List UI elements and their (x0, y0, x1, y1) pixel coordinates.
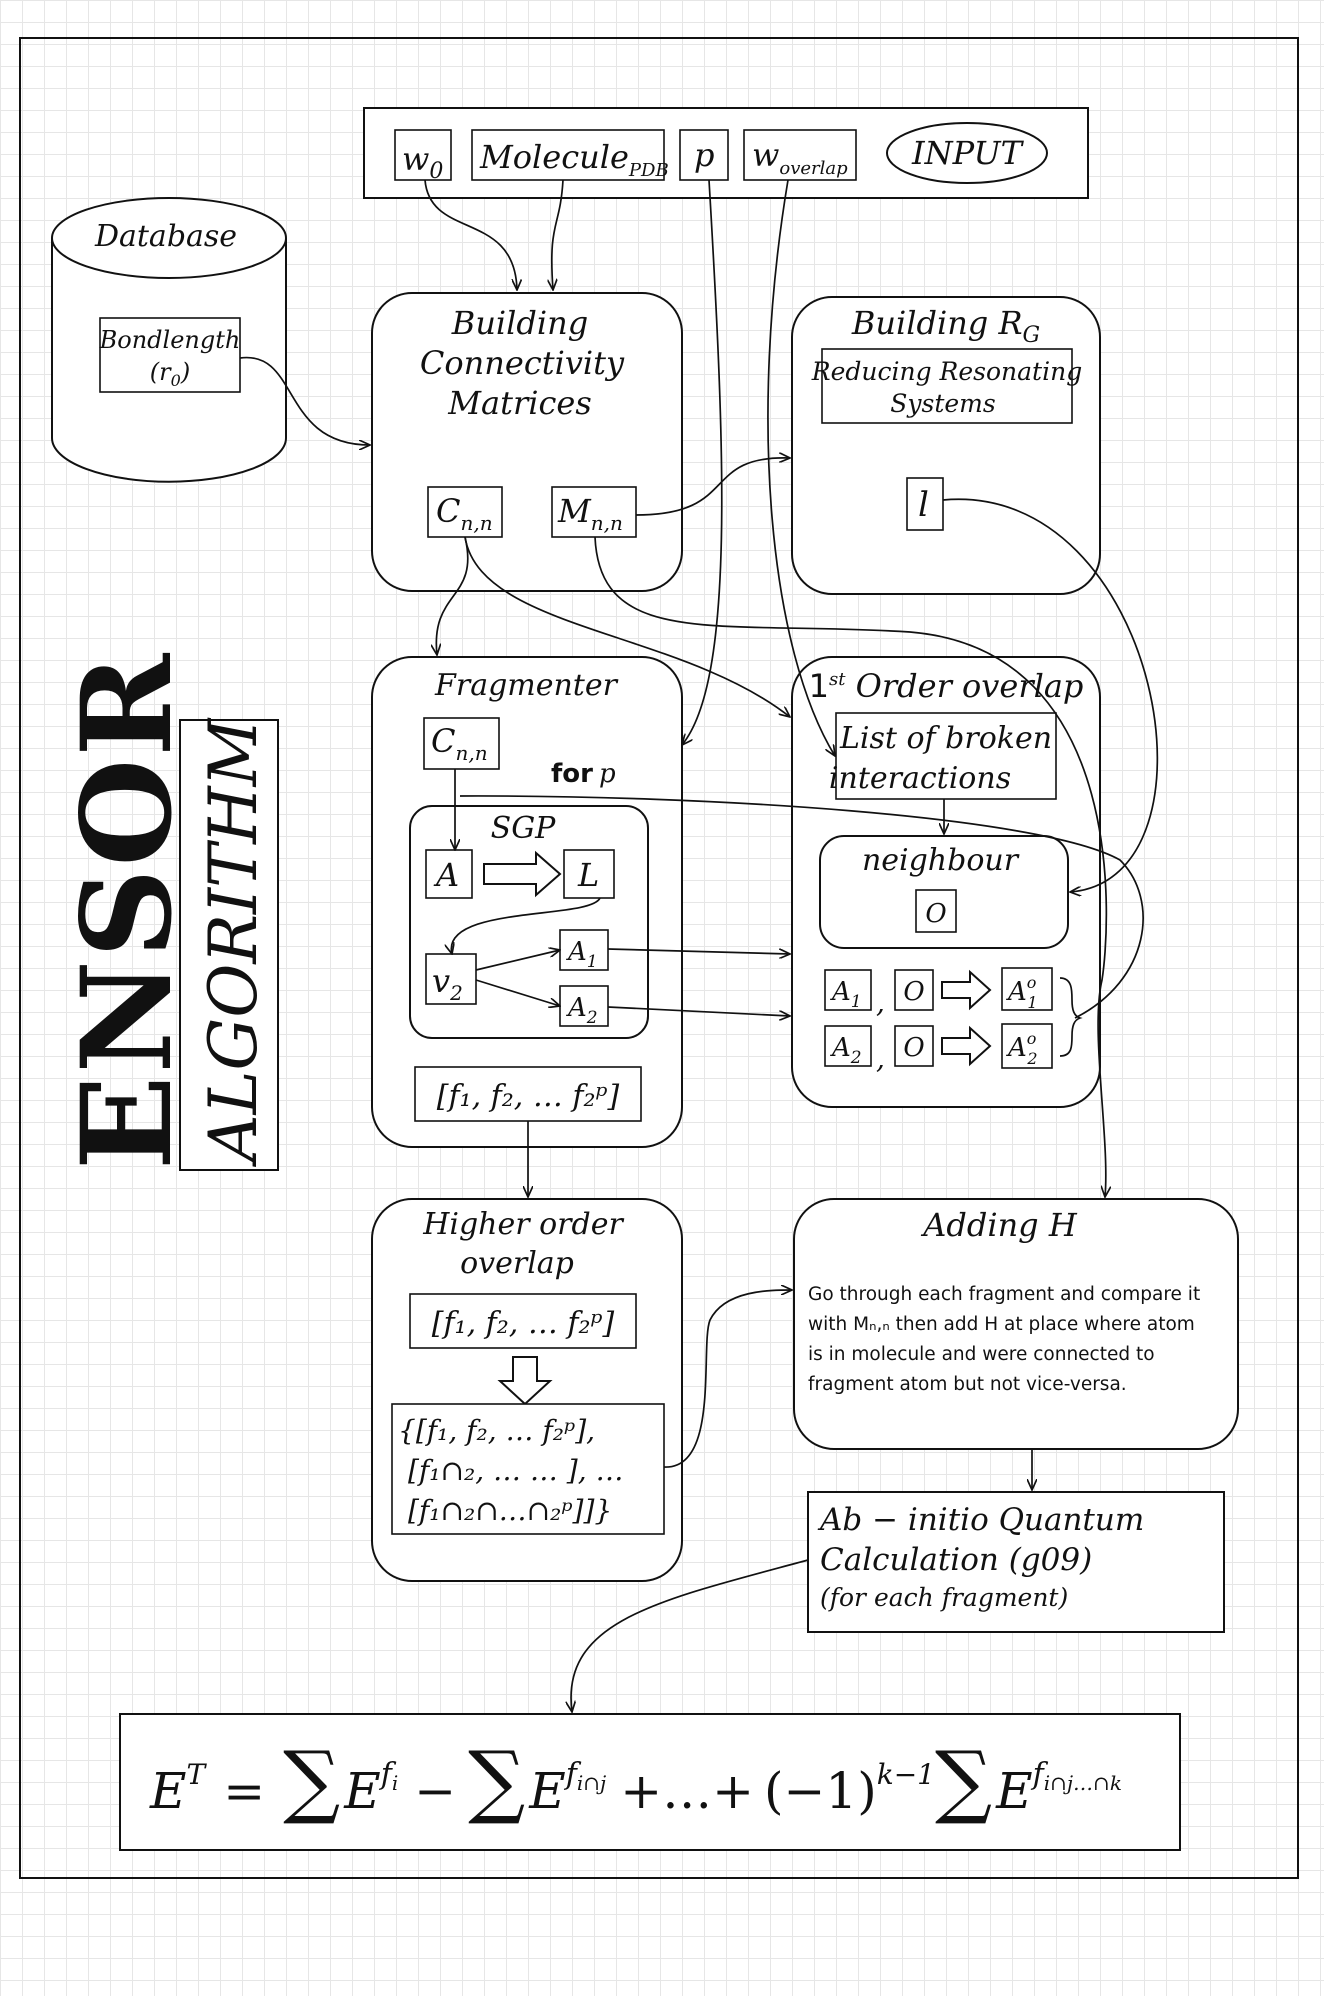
hollow-arrow-down (497, 1356, 553, 1406)
connectors (239, 179, 1159, 1712)
arrow-for-p-curve (459, 795, 1144, 1019)
broken-line-2: interactions (829, 761, 1011, 796)
adding-h-desc-2: with Mₙ,ₙ then add H at place where atom (808, 1314, 1195, 1335)
database-title: Database (94, 219, 237, 254)
higher-set-2: [f₁∩₂, … … ], … (408, 1454, 624, 1487)
adding-h-desc-4: fragment atom but not vice-versa. (808, 1374, 1127, 1395)
input-ellipse (886, 122, 1048, 184)
ab-initio-box: Ab − initio Quantum Calculation (g09) (f… (807, 1491, 1225, 1633)
title-block: ENSOR ALGORITHM (55, 652, 279, 1171)
sgp-a1: A1 (566, 937, 598, 972)
higher-order-panel: Higher order overlap [f₁, f₂, … f₂ᵖ] {[f… (371, 1198, 683, 1582)
sgp-v2: v2 (432, 962, 463, 1005)
arrow-molecule-to-connectivity (552, 179, 564, 290)
rg-l: l (918, 485, 929, 525)
higher-set-1: {[f₁, f₂, … f₂ᵖ], (398, 1414, 595, 1447)
first-order-panel: 1st Order overlap List of broken interac… (791, 656, 1101, 1108)
arrow-cnn-to-fragmenter (436, 536, 469, 655)
fragmenter-f-list: [f₁, f₂, … f₂ᵖ] (437, 1079, 620, 1114)
input-p: p (694, 136, 714, 174)
connectivity-cnn: Cn,n (436, 492, 493, 535)
title-algorithm: ALGORITHM (195, 717, 272, 1168)
adding-h-desc-1: Go through each fragment and compare it (808, 1284, 1200, 1305)
arrow-w0-to-connectivity (424, 179, 517, 290)
higher-title-2: overlap (460, 1246, 574, 1281)
connectivity-title-3: Matrices (447, 384, 592, 422)
ab-initio-line-2: Calculation (g09) (820, 1542, 1092, 1578)
fragmenter-cnn: Cn,n (431, 722, 488, 765)
first-o-1: O (903, 977, 924, 1007)
algorithm-box (179, 719, 279, 1171)
higher-title-1: Higher order (422, 1207, 624, 1242)
hollow-arrow-2 (941, 1025, 992, 1067)
energy-formula-box: ET=∑Efi−∑Efi∩j+…+(−1)k−1∑Efi∩j…∩k (119, 1713, 1181, 1851)
input-panel: w0 MoleculePDB p woverlap INPUT (363, 107, 1089, 199)
comma-1: , (876, 986, 885, 1019)
comma-2: , (876, 1042, 885, 1075)
adding-h-title: Adding H (920, 1206, 1078, 1244)
arrow-p-to-fragmenter (682, 179, 723, 745)
outer-frame (19, 37, 1299, 1879)
sgp-a2: A2 (566, 993, 598, 1028)
fragmenter-title: Fragmenter (434, 668, 619, 703)
arrow-a2-to-first-order (607, 1006, 790, 1016)
higher-set-3: [f₁∩₂∩…∩₂ᵖ]]} (408, 1494, 612, 1527)
sgp-label: SGP (491, 811, 557, 846)
connectivity-panel: Building Connectivity Matrices Cn,n Mn,n (371, 292, 683, 592)
energy-formula: ET=∑Efi−∑Efi∩j+…+(−1)k−1∑Efi∩j…∩k (149, 1734, 1122, 1827)
first-o-2: O (903, 1033, 924, 1063)
first-a1: A1 (830, 977, 862, 1012)
arrow-woverlap-to-broken (767, 179, 835, 756)
arrow-mnn-to-adding-h (594, 536, 1106, 1197)
first-a2: A2 (830, 1033, 862, 1068)
arrow-mnn-to-rg (635, 458, 790, 516)
connectivity-title-2: Connectivity (420, 344, 625, 382)
right-brace (1059, 977, 1083, 1057)
connectivity-mnn: Mn,n (557, 492, 623, 535)
input-w-overlap: woverlap (752, 136, 848, 179)
reducing-line-1: Reducing Resonating (811, 357, 1082, 386)
arrow-v2-to-a1 (475, 950, 560, 971)
r0-label: (r0) (150, 358, 190, 390)
reducing-line-2: Systems (890, 389, 995, 418)
sgp-l: L (577, 856, 599, 894)
arrow-cnn-to-first-order (464, 536, 790, 717)
database-cylinder: Database Bondlength (r0) (51, 197, 287, 483)
adding-h-panel: Adding H Go through each fragment and co… (793, 1198, 1239, 1450)
arrow-higher-to-adding-h (663, 1290, 792, 1468)
ab-initio-line-1: Ab − initio Quantum (817, 1502, 1144, 1538)
first-order-title: 1st Order overlap (809, 667, 1084, 705)
hollow-arrow-1 (941, 969, 992, 1011)
ab-initio-line-3: (for each fragment) (820, 1583, 1068, 1612)
hollow-arrow-right (483, 850, 562, 898)
arrow-l-to-v2 (451, 897, 601, 954)
arrow-database-to-connectivity (239, 356, 370, 445)
adding-h-desc-3: is in molecule and were connected to (808, 1344, 1155, 1365)
input-molecule: MoleculePDB (479, 138, 669, 181)
connectivity-title-1: Building (451, 304, 588, 342)
input-label: INPUT (911, 134, 1025, 172)
title-ensor: ENSOR (55, 652, 200, 1170)
building-rg-panel: Building RG Reducing Resonating Systems … (791, 296, 1101, 595)
neighbour-label: neighbour (862, 843, 1020, 878)
input-w0: w0 (402, 140, 443, 184)
building-rg-title: Building RG (851, 304, 1040, 348)
neighbour-o: O (925, 899, 946, 929)
broken-line-1: List of broken (839, 721, 1052, 756)
higher-f-list: [f₁, f₂, … f₂ᵖ] (432, 1306, 615, 1341)
sgp-a: A (433, 856, 459, 894)
arrow-a1-to-first-order (607, 948, 790, 954)
bondlength-label: Bondlength (99, 326, 241, 354)
arrow-ab-initio-to-formula (571, 1559, 809, 1712)
arrow-v2-to-a2 (475, 979, 560, 1006)
